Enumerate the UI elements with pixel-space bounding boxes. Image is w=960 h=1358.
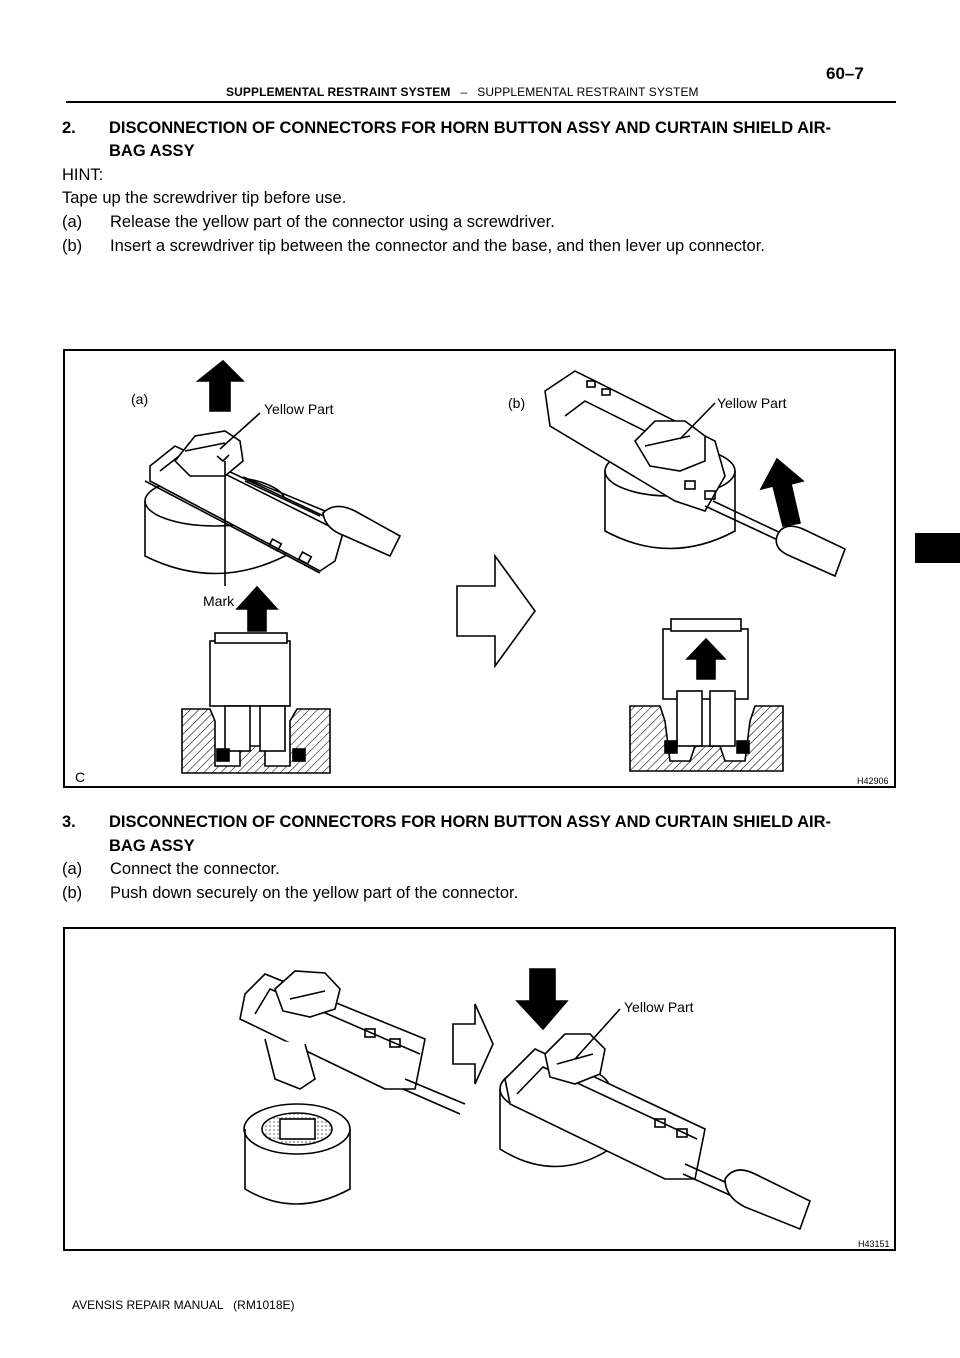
step3-title-text: DISCONNECTION OF CONNECTORS FOR HORN BUT… [109,813,832,831]
step2-item-b-label: (b) [62,237,83,255]
label-mark: Mark [203,593,235,609]
step2-hint-text: Tape up the screwdriver tip before use. [62,189,347,207]
step2-number: 2. [62,119,76,137]
step2-title-line1: 2. DISCONNECTION OF CONNECTORS FOR HORN B… [62,116,831,140]
section-title: SUPPLEMENTAL RESTRAINT SYSTEM [226,85,451,99]
step2-item-a-text: Release the yellow part of the connector… [110,213,555,231]
label-a: (a) [131,391,149,407]
step2-hint-label: HINT: [62,166,104,184]
figure1-code: H42906 [857,776,889,786]
header-separator: – [460,85,468,99]
step3-title-line1: 3. DISCONNECTION OF CONNECTORS FOR HORN B… [62,810,831,834]
step3-item-b-label: (b) [62,884,83,902]
step3-title-line2: BAG ASSY [109,837,195,855]
step3-item-b: (b) Push down securely on the yellow part… [62,881,518,905]
step2-title-line2: BAG ASSY [109,142,195,160]
label-yellow-part-b: Yellow Part [717,395,787,411]
subsection-title: SUPPLEMENTAL RESTRAINT SYSTEM [477,85,699,99]
footer-manual-id: AVENSIS REPAIR MANUAL (RM1018E) [72,1298,295,1312]
step2-title-text: DISCONNECTION OF CONNECTORS FOR HORN BUT… [109,119,832,137]
figure-connect-connector: Yellow Part H43151 [63,927,896,1251]
step3-item-a-text: Connect the connector. [110,860,280,878]
figure1-corner-mark: C [75,769,86,785]
step3-number: 3. [62,813,76,831]
label-b: (b) [508,395,526,411]
section-tab-marker [915,533,960,563]
header-rule [66,101,896,103]
label-yellow-part-a: Yellow Part [264,401,334,417]
figure2-code: H43151 [858,1239,890,1249]
cross-section-b [629,618,784,772]
figure-disconnect-connector: (a) Yellow Part (b) Yellow Part Mark C H… [63,349,896,788]
connector-body-a [144,445,346,574]
step2-item-a-label: (a) [62,213,83,231]
running-header: SUPPLEMENTAL RESTRAINT SYSTEM–SUPPLEMENT… [226,85,699,99]
cross-section-a [181,632,331,774]
label-yellow-part: Yellow Part [624,999,694,1015]
step2-item-b: (b) Insert a screwdriver tip between the … [62,234,765,258]
step2-item-b-text: Insert a screwdriver tip between the con… [110,237,765,255]
step3-item-a-label: (a) [62,860,83,878]
step2-item-a: (a) Release the yellow part of the connec… [62,210,555,234]
page-number: 60–7 [826,64,864,83]
step3-item-b-text: Push down securely on the yellow part of… [110,884,519,902]
figure2-illustration [239,968,811,1231]
step3-item-a: (a) Connect the connector. [62,857,280,881]
figure1-illustration [144,359,847,774]
